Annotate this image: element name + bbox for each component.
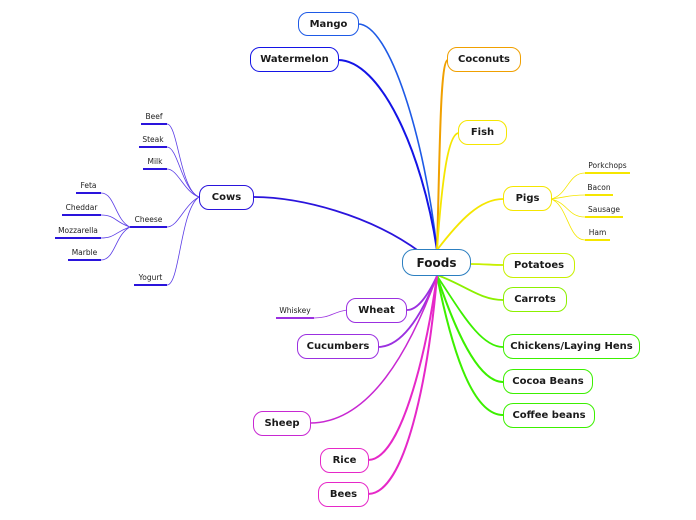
node-label: Bees bbox=[329, 489, 358, 500]
leaf-cheese[interactable]: Cheese bbox=[134, 215, 163, 224]
node-label: Sheep bbox=[264, 418, 300, 429]
node-bees[interactable]: Bees bbox=[318, 482, 369, 507]
node-label: Mango bbox=[309, 18, 348, 30]
link-porkchops bbox=[550, 172, 586, 200]
node-wheat[interactable]: Wheat bbox=[346, 298, 407, 323]
node-coffee-beans[interactable]: Coffee beans bbox=[503, 403, 595, 428]
node-label: Rice bbox=[332, 455, 357, 466]
node-cucumbers[interactable]: Cucumbers bbox=[297, 334, 379, 359]
node-coconuts[interactable]: Coconuts bbox=[447, 47, 521, 72]
link-milk bbox=[166, 168, 200, 198]
leaf-whiskey[interactable]: Whiskey bbox=[279, 306, 311, 315]
node-label: Carrots bbox=[514, 294, 556, 305]
leaf-feta[interactable]: Feta bbox=[80, 181, 97, 190]
link-pigs bbox=[436, 198, 504, 251]
link-yogurt bbox=[166, 196, 200, 286]
node-watermelon[interactable]: Watermelon bbox=[250, 47, 339, 72]
link-cheddar bbox=[100, 214, 131, 228]
link-steak bbox=[166, 146, 200, 198]
link-cheese bbox=[166, 196, 200, 228]
link-chickens bbox=[436, 275, 504, 348]
link-beef bbox=[166, 123, 200, 198]
node-label: Chickens/Laying Hens bbox=[510, 341, 633, 352]
leaf-sausage[interactable]: Sausage bbox=[588, 205, 620, 214]
link-sausage bbox=[550, 198, 586, 218]
node-label: Fish bbox=[470, 127, 495, 138]
node-label: Cocoa Beans bbox=[512, 376, 584, 387]
node-carrots[interactable]: Carrots bbox=[503, 287, 567, 312]
node-cocoa-beans[interactable]: Cocoa Beans bbox=[503, 369, 593, 394]
node-label: Watermelon bbox=[260, 54, 329, 65]
leaf-bacon[interactable]: Bacon bbox=[587, 183, 611, 192]
link-cows bbox=[252, 196, 421, 253]
node-sheep[interactable]: Sheep bbox=[253, 411, 311, 436]
node-label: Coffee beans bbox=[512, 410, 586, 421]
link-carrots bbox=[436, 274, 504, 301]
leaf-porkchops[interactable]: Porkchops bbox=[588, 161, 627, 170]
link-sheep bbox=[309, 275, 438, 424]
link-mango bbox=[357, 23, 438, 251]
link-whiskey bbox=[313, 309, 348, 319]
link-ham bbox=[550, 198, 586, 241]
leaf-mozzarella[interactable]: Mozzarella bbox=[58, 226, 98, 235]
root-label: Foods bbox=[416, 255, 457, 270]
leaf-steak[interactable]: Steak bbox=[142, 135, 164, 144]
node-cows[interactable]: Cows bbox=[199, 185, 254, 210]
node-chickens[interactable]: Chickens/Laying Hens bbox=[503, 334, 640, 359]
link-feta bbox=[100, 192, 131, 228]
link-bacon bbox=[550, 194, 586, 200]
node-potatoes[interactable]: Potatoes bbox=[503, 253, 575, 278]
node-fish[interactable]: Fish bbox=[458, 120, 507, 145]
leaf-yogurt[interactable]: Yogurt bbox=[138, 273, 163, 282]
link-fish bbox=[436, 132, 460, 251]
link-coconuts bbox=[436, 59, 449, 251]
link-bees bbox=[367, 275, 438, 495]
node-mango[interactable]: Mango bbox=[298, 12, 359, 36]
leaf-ham[interactable]: Ham bbox=[588, 228, 607, 237]
link-coffee bbox=[436, 275, 504, 416]
leaf-cheddar[interactable]: Cheddar bbox=[65, 203, 98, 212]
node-label: Cucumbers bbox=[306, 341, 370, 352]
root-node[interactable]: Foods bbox=[402, 249, 471, 276]
link-watermelon bbox=[337, 59, 438, 251]
leaf-beef[interactable]: Beef bbox=[145, 112, 163, 121]
node-label: Pigs bbox=[515, 193, 540, 204]
node-label: Cows bbox=[211, 192, 242, 203]
leaf-marble[interactable]: Marble bbox=[71, 248, 98, 257]
node-label: Coconuts bbox=[458, 54, 510, 65]
node-label: Potatoes bbox=[513, 260, 565, 271]
link-potatoes bbox=[469, 263, 504, 266]
link-rice bbox=[367, 275, 438, 461]
node-rice[interactable]: Rice bbox=[320, 448, 369, 473]
link-mozzarella bbox=[100, 226, 131, 239]
link-marble bbox=[100, 226, 131, 261]
node-pigs[interactable]: Pigs bbox=[503, 186, 552, 211]
node-label: Wheat bbox=[358, 305, 395, 316]
leaf-milk[interactable]: Milk bbox=[147, 157, 163, 166]
link-cocoa bbox=[436, 275, 504, 383]
